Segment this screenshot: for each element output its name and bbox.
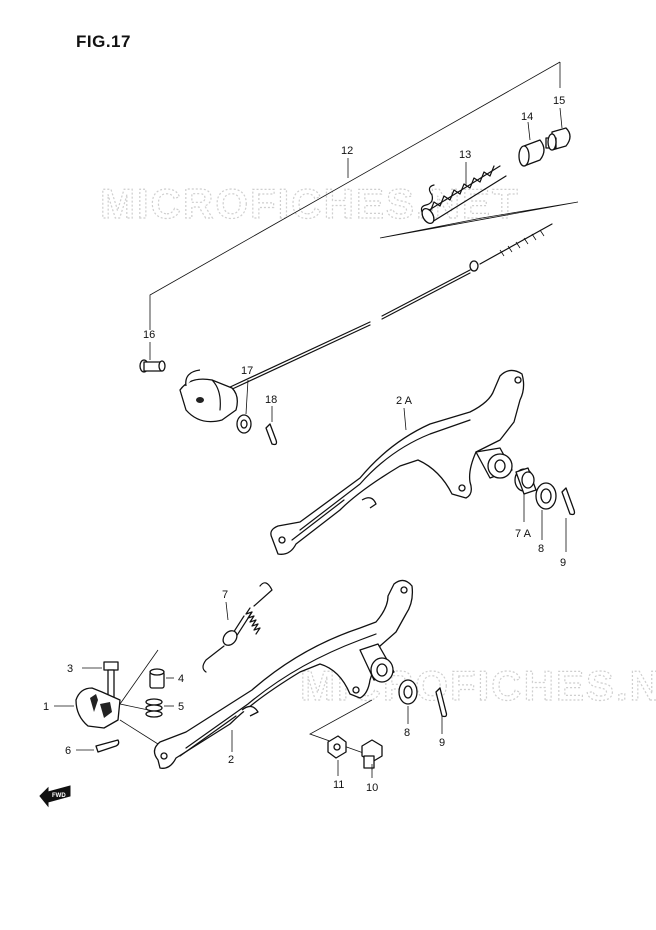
callout-10: 10 xyxy=(366,782,378,794)
part-2-brake-pedal xyxy=(153,579,414,769)
fwd-arrow-icon: FWD xyxy=(39,785,71,808)
part-11-nut xyxy=(327,735,347,776)
callout-15: 15 xyxy=(553,95,565,107)
part-7a-bushing xyxy=(514,467,537,522)
leader-12-bracket xyxy=(149,61,561,330)
callout-12: 12 xyxy=(341,145,353,157)
callout-7: 7 xyxy=(222,589,228,601)
callout-3: 3 xyxy=(67,663,73,675)
callout-7a: 7 A xyxy=(515,528,532,540)
callout-2a: 2 A xyxy=(396,395,413,407)
part-18-cotter-pin xyxy=(265,406,278,446)
part-9-cotter-upper xyxy=(561,487,576,552)
part-8-washer-upper xyxy=(535,482,557,540)
callout-18: 18 xyxy=(265,394,277,406)
part-7-return-spring xyxy=(202,582,273,673)
callout-5: 5 xyxy=(178,701,184,713)
callout-14: 14 xyxy=(521,111,533,123)
part-2a-brake-pedal xyxy=(270,369,525,555)
callout-16: 16 xyxy=(143,329,155,341)
part-14-collar xyxy=(518,121,545,167)
fwd-label: FWD xyxy=(52,793,66,799)
part-5-spring xyxy=(145,698,174,718)
brake-rod xyxy=(227,223,553,392)
spring-position-marker xyxy=(379,201,579,239)
callout-13: 13 xyxy=(459,149,471,161)
callout-4: 4 xyxy=(178,673,184,685)
leader-1-to-pedal xyxy=(119,719,159,745)
part-8-washer-lower xyxy=(398,679,418,724)
callout-8-upper: 8 xyxy=(538,543,544,555)
figure-title: FIG.17 xyxy=(76,32,131,51)
clevis xyxy=(179,369,238,423)
part-17-washer xyxy=(236,379,252,434)
callout-9-upper: 9 xyxy=(560,557,566,569)
callout-2: 2 xyxy=(228,754,234,766)
part-9-cotter-lower xyxy=(435,687,448,734)
callout-1: 1 xyxy=(43,701,49,713)
leader-10-11-bracket xyxy=(309,699,373,770)
callout-9-lower: 9 xyxy=(439,737,445,749)
watermark-top: MICROFICHES.NET xyxy=(100,180,520,227)
part-4-collar xyxy=(149,668,174,689)
callout-6: 6 xyxy=(65,745,71,757)
callout-11: 11 xyxy=(333,779,344,791)
callout-8-lower: 8 xyxy=(404,727,410,739)
part-10-bolt xyxy=(361,739,383,778)
part-13-spring xyxy=(420,162,507,225)
part-15-nut xyxy=(545,107,571,151)
part-6-pin xyxy=(76,739,120,753)
part-16-pin xyxy=(139,342,166,373)
part-1-stopper xyxy=(54,687,121,729)
callout-17: 17 xyxy=(241,365,253,377)
